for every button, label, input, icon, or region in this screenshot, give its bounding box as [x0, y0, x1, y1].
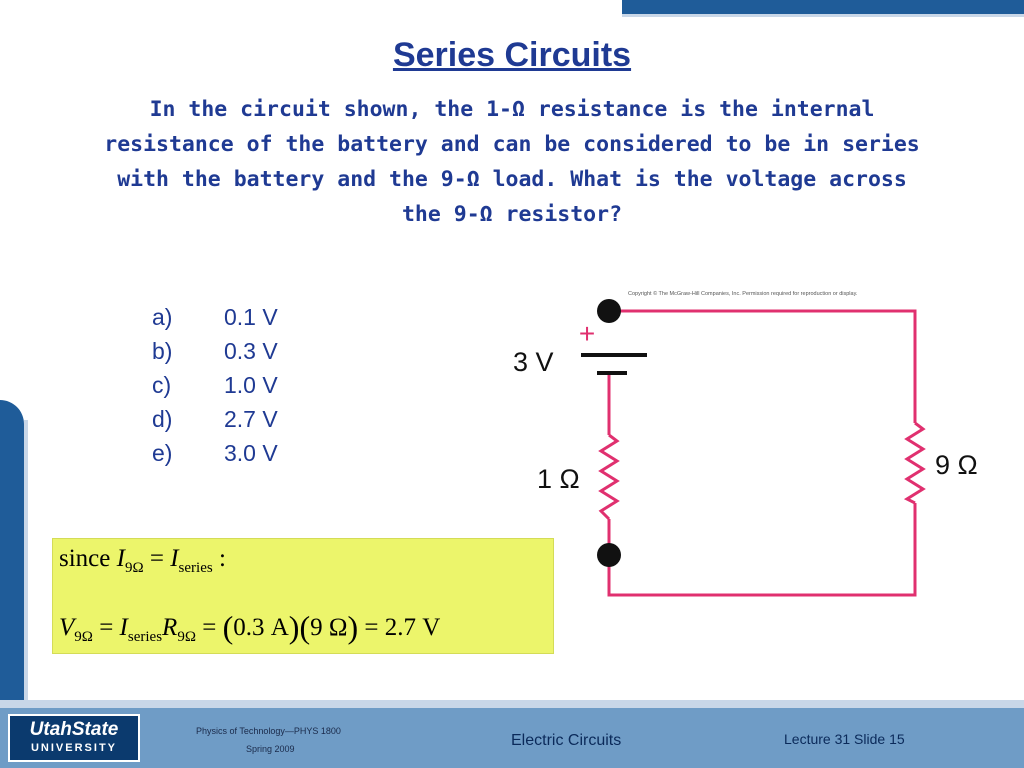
eq-subscript: series [127, 629, 163, 645]
question-line: the 9-Ω resistor? [401, 202, 623, 227]
eq-subscript: 9Ω [74, 629, 93, 645]
eq-current-symbol: I [170, 545, 179, 572]
slide-title: Series Circuits [392, 36, 632, 74]
choice-d: d) 2.7 V [152, 402, 278, 436]
wire-right-lower [607, 503, 917, 597]
eq-resistance-value: 9 Ω [310, 614, 348, 641]
left-decoration-stripe [24, 420, 28, 706]
choice-b: b) 0.3 V [152, 334, 278, 368]
eq-since: since [59, 545, 111, 572]
circuit-diagram: + 3 V 1 Ω 9 Ω [513, 299, 978, 597]
choice-value: 0.3 V [224, 338, 278, 364]
choice-c: c) 1.0 V [152, 368, 278, 402]
eq-paren: ) [347, 609, 359, 645]
load-resistor-label: 9 Ω [935, 450, 978, 480]
choice-value: 3.0 V [224, 440, 278, 466]
eq-result: = 2.7 V [364, 614, 441, 641]
terminal-bottom [597, 543, 621, 567]
eq-equals: = [202, 614, 217, 641]
university-logo: UtahState UNIVERSITY [8, 714, 140, 762]
choice-e: e) 3.0 V [152, 436, 278, 470]
eq-resistance-symbol: R [162, 614, 178, 641]
eq-current-value: 0.3 A [233, 614, 289, 641]
wire-top [609, 309, 917, 423]
choice-letter: d) [152, 406, 173, 432]
eq-paren: ( [222, 609, 234, 645]
footer-lecture-slide: Lecture 31 Slide 15 [784, 731, 905, 747]
internal-resistor-label: 1 Ω [537, 464, 580, 494]
terminal-top [597, 299, 621, 323]
battery-symbol [581, 353, 647, 375]
eq-colon: : [218, 545, 226, 572]
solution-box: since I9Ω = Iseries : V9Ω = IseriesR9Ω =… [52, 538, 554, 654]
eq-subscript: 9Ω [124, 560, 144, 576]
footer-bar [0, 708, 1024, 768]
bottom-decoration-stripe [0, 700, 1024, 710]
choice-letter: a) [152, 304, 173, 330]
logo-line-1: UtahState [29, 719, 119, 740]
battery-label: 3 V [513, 347, 554, 377]
footer-course: Physics of Technology—PHYS 1800 [196, 726, 341, 736]
left-decoration-bar [0, 400, 24, 706]
question-line: In the circuit shown, the 1-Ω resistance… [149, 97, 875, 122]
top-decoration-bar [622, 0, 1024, 14]
wire-loop [598, 309, 926, 597]
internal-resistor [598, 433, 620, 521]
choice-letter: b) [152, 338, 173, 364]
load-resistor [903, 421, 926, 505]
eq-current-symbol: I [119, 614, 128, 641]
eq-subscript: series [178, 560, 213, 576]
solution-line-1: since I9Ω = Iseries : [59, 545, 226, 577]
footer-topic: Electric Circuits [511, 732, 622, 749]
choice-letter: e) [152, 440, 173, 466]
eq-paren: ) [288, 609, 300, 645]
footer-term: Spring 2009 [246, 744, 295, 754]
eq-paren: ( [299, 609, 311, 645]
question-text: In the circuit shown, the 1-Ω resistance… [50, 92, 974, 232]
choice-value: 1.0 V [224, 372, 278, 398]
figure-copyright: Copyright © The McGraw-Hill Companies, I… [628, 291, 858, 297]
logo-line-2: UNIVERSITY [30, 742, 117, 754]
battery-plus-sign: + [579, 318, 595, 349]
choice-letter: c) [152, 372, 172, 398]
choice-value: 2.7 V [224, 406, 278, 432]
eq-current-symbol: I [116, 545, 125, 572]
eq-subscript: 9Ω [177, 629, 196, 645]
eq-equals: = [149, 545, 164, 572]
question-line: with the battery and the 9-Ω load. What … [117, 167, 907, 192]
choice-a: a) 0.1 V [152, 300, 278, 334]
eq-equals: = [99, 614, 114, 641]
eq-voltage-symbol: V [59, 614, 75, 641]
question-line: resistance of the battery and can be con… [104, 132, 920, 157]
choice-value: 0.1 V [224, 304, 278, 330]
top-decoration-stripe [622, 14, 1024, 17]
answer-choices: a) 0.1 V b) 0.3 V c) 1.0 V d) 2.7 V e) 3.0 V [152, 300, 278, 470]
solution-line-2: V9Ω = IseriesR9Ω = (0.3 A)(9 Ω) = 2.7 V [59, 609, 440, 646]
